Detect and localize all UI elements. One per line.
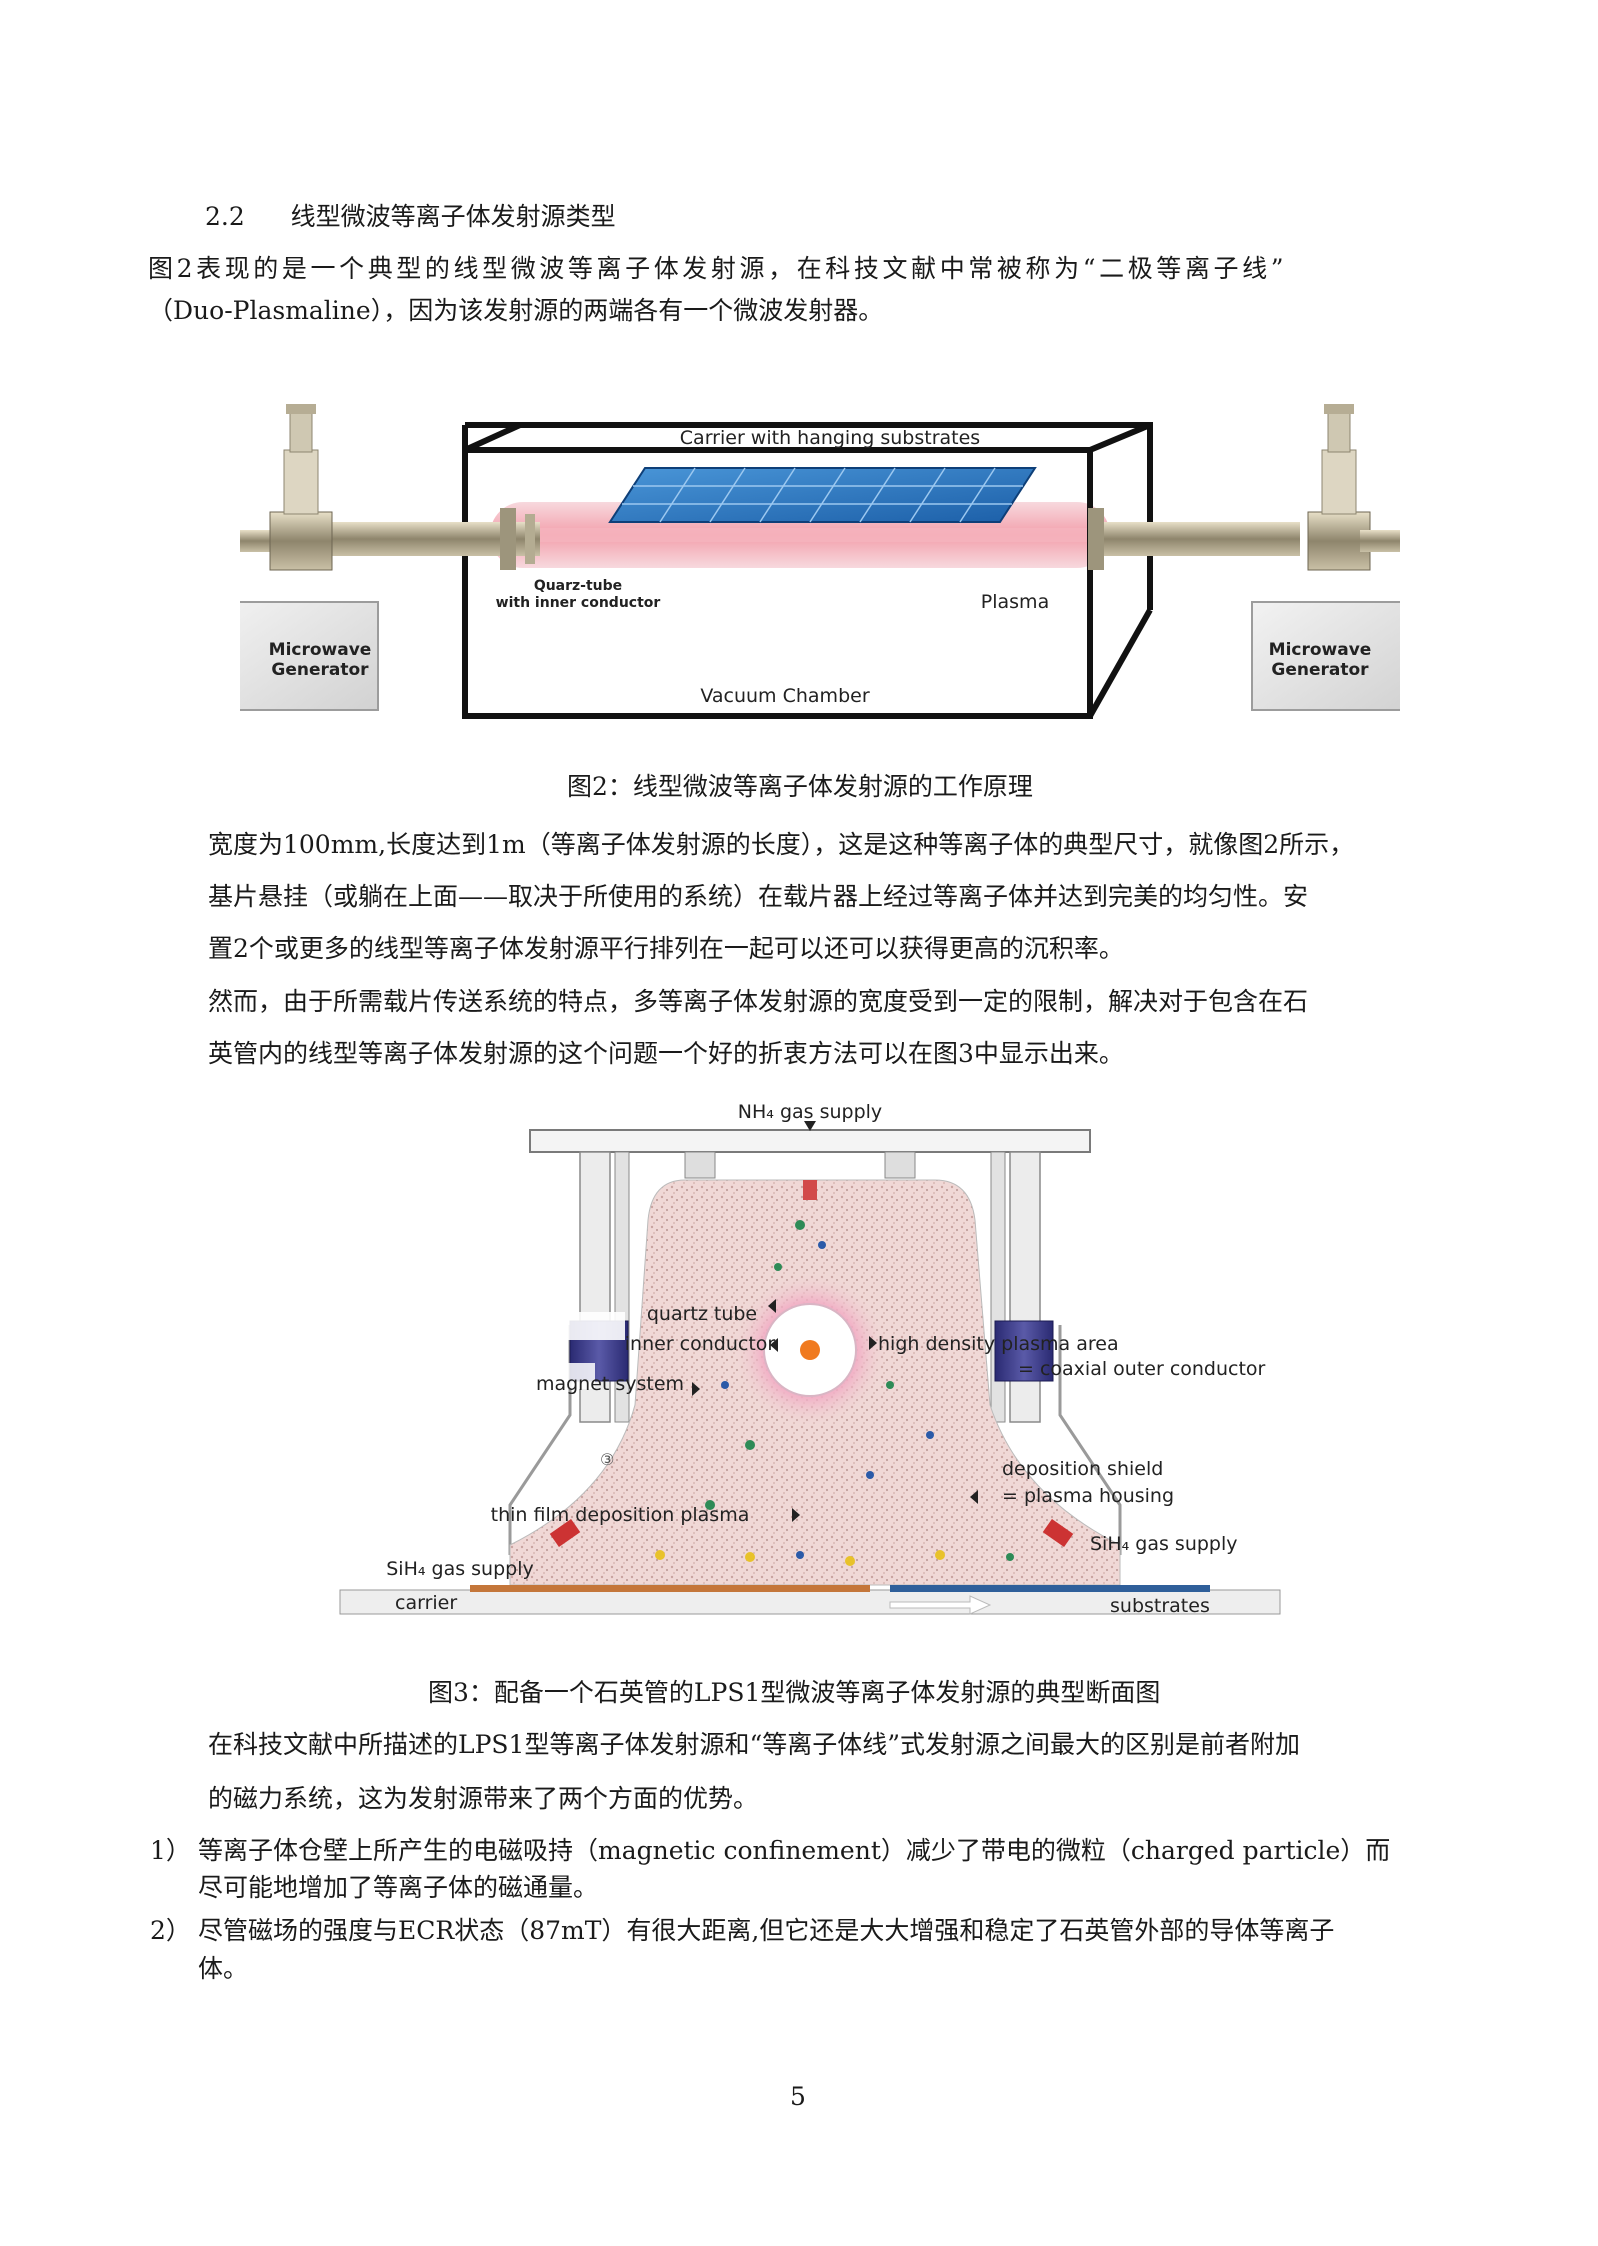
label-inner-conductor: inner conductor xyxy=(625,1333,776,1355)
list-item-1-marker: 1） xyxy=(150,1836,191,1865)
section-title: 线型微波等离子体发射源类型 xyxy=(290,202,616,231)
section-heading: 2.2 线型微波等离子体发射源类型 xyxy=(205,200,616,234)
label-magnet-system: magnet system xyxy=(536,1373,684,1395)
list-item-1-line-2: 尽可能地增加了等离子体的磁通量。 xyxy=(198,1873,599,1902)
label-high-density: high density plasma area xyxy=(878,1333,1119,1355)
para4-line-1: 在科技文献中所描述的LPS1型等离子体发射源和“等离子体线”式发射源之间最大的区… xyxy=(208,1730,1301,1759)
para4-line-2: 的磁力系统，这为发射源带来了两个方面的优势。 xyxy=(208,1784,759,1813)
label-thin-film: thin film deposition plasma xyxy=(491,1504,750,1526)
para2-line-1: 宽度为100mm,长度达到1m（等离子体发射源的长度），这是这种等离子体的典型尺… xyxy=(208,830,1355,859)
label-deposition-shield: deposition shield xyxy=(1002,1458,1163,1480)
intro-line-2: （Duo-Plasmaline），因为该发射源的两端各有一个微波发射器。 xyxy=(148,296,884,325)
list-item-2-line-2: 体。 xyxy=(198,1954,249,1983)
label-sih4-left: SiH₄ gas supply xyxy=(386,1558,534,1580)
list-item-2-line-1: 尽管磁场的强度与ECR状态（87mT）有很大距离,但它还是大大增强和稳定了石英管… xyxy=(198,1916,1335,1945)
label-quartz-tube: quartz tube xyxy=(647,1303,757,1325)
para3-line-2: 英管内的线型等离子体发射源的这个问题一个好的折衷方法可以在图3中显示出来。 xyxy=(208,1039,1124,1068)
label-nh4-gas-supply: NH₄ gas supply xyxy=(738,1101,882,1123)
label-generator-left-2: Generator xyxy=(271,660,369,680)
list-item-1-line-1: 等离子体仓壁上所产生的电磁吸持（magnetic confinement）减少了… xyxy=(198,1836,1391,1865)
figure-2-diagram: Carrier with hanging substrates Quarz-tu… xyxy=(240,390,1400,750)
para2-line-3: 置2个或更多的线型等离子体发射源平行排列在一起可以还可以获得更高的沉积率。 xyxy=(208,934,1124,963)
section-number: 2.2 xyxy=(205,202,245,231)
para3-line-1: 然而，由于所需载片传送系统的特点，多等离子体发射源的宽度受到一定的限制，解决对于… xyxy=(208,987,1309,1016)
label-generator-left-1: Microwave xyxy=(269,640,372,660)
label-quartz-1: Quarz-tube xyxy=(534,578,622,594)
label-carrier: carrier xyxy=(395,1592,457,1614)
intro-line-1: 图2表现的是一个典型的线型微波等离子体发射源，在科技文献中常被称为“二极等离子线… xyxy=(148,254,1288,283)
label-coaxial: = coaxial outer conductor xyxy=(1018,1358,1266,1380)
label-vacuum-chamber: Vacuum Chamber xyxy=(700,685,869,707)
figure-3-diagram: NH₄ gas supply quartz tube inner conduct… xyxy=(330,1085,1330,1663)
label-plasma: Plasma xyxy=(981,591,1049,613)
label-circled-number: ③ xyxy=(600,1450,614,1469)
figure-3-caption: 图3：配备一个石英管的LPS1型微波等离子体发射源的典型断面图 xyxy=(428,1678,1161,1707)
label-substrates: substrates xyxy=(1110,1595,1210,1617)
label-plasma-housing: = plasma housing xyxy=(1002,1485,1174,1507)
para2-line-2: 基片悬挂（或躺在上面——取决于所使用的系统）在载片器上经过等离子体并达到完美的均… xyxy=(208,882,1309,911)
list-item-2-marker: 2） xyxy=(150,1916,191,1945)
page-number: 5 xyxy=(790,2082,806,2111)
figure-2-caption: 图2：线型微波等离子体发射源的工作原理 xyxy=(567,772,1033,801)
label-sih4-right: SiH₄ gas supply xyxy=(1090,1533,1238,1555)
label-quartz-2: with inner conductor xyxy=(496,595,661,611)
label-carrier: Carrier with hanging substrates xyxy=(680,427,980,449)
label-generator-right-1: Microwave xyxy=(1269,640,1372,660)
label-generator-right-2: Generator xyxy=(1271,660,1369,680)
